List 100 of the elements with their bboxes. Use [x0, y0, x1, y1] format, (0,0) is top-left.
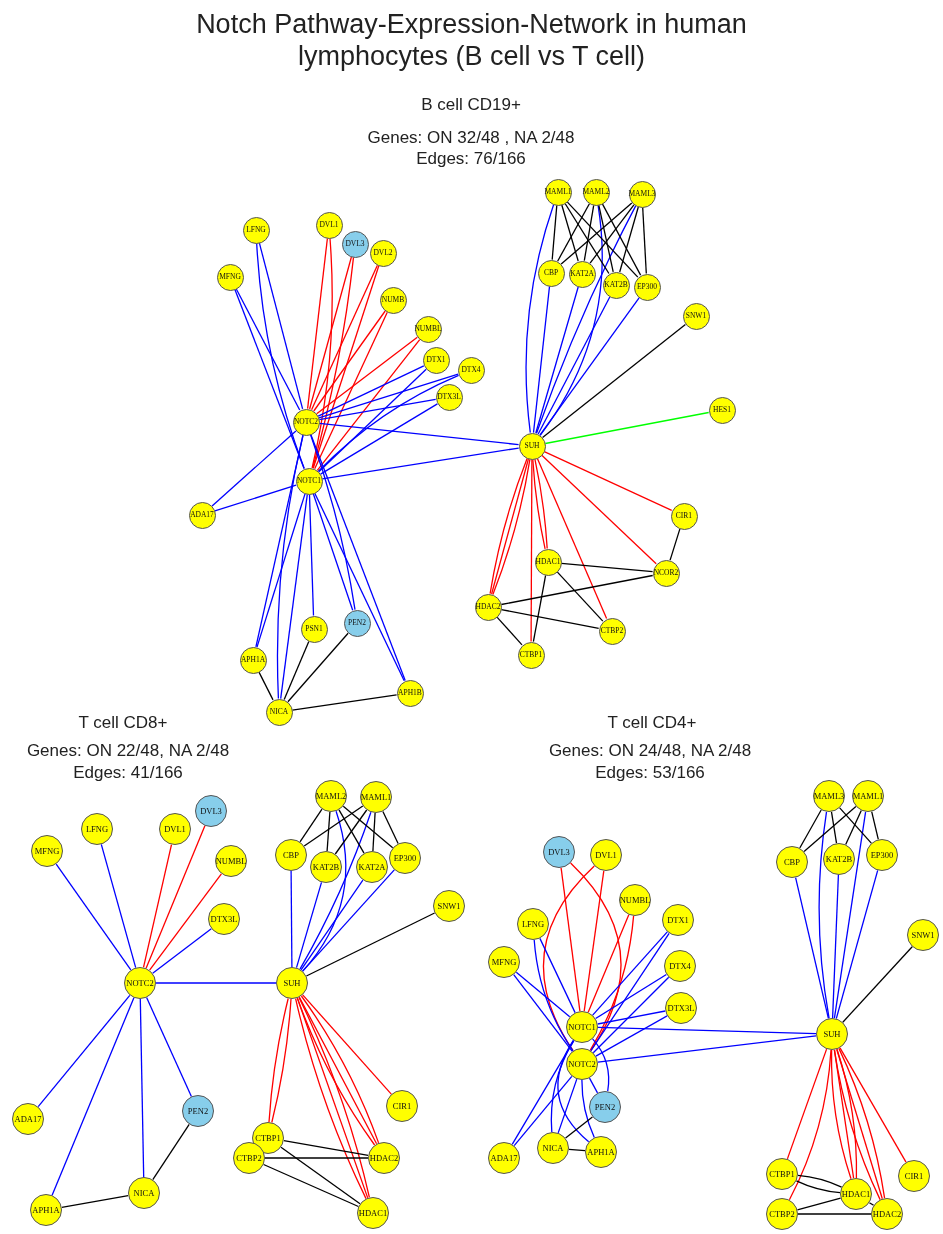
interaction-edge — [317, 374, 460, 472]
gene-label: SNW1 — [911, 930, 935, 940]
interaction-edge — [597, 1010, 666, 1025]
interaction-edge — [513, 974, 573, 1052]
interaction-edge — [839, 807, 872, 844]
gene-node — [81, 813, 113, 845]
gene-label: LFNG — [521, 919, 545, 929]
interaction-edge — [319, 403, 439, 475]
gene-label: EP300 — [393, 853, 417, 863]
interaction-edge — [532, 285, 551, 434]
interaction-edge — [276, 434, 304, 700]
gene-node — [341, 230, 369, 258]
gene-label: NOTC2 — [568, 1059, 596, 1069]
gene-node — [852, 780, 884, 812]
gene-node — [128, 1177, 160, 1209]
interaction-edge — [318, 422, 520, 446]
interaction-edge — [566, 201, 639, 278]
gene-node — [356, 851, 388, 883]
gene-label: CTBP1 — [255, 1133, 281, 1143]
interaction-edge — [556, 571, 604, 622]
interaction-edge — [152, 1123, 190, 1181]
gene-node — [537, 1132, 569, 1164]
gene-node — [766, 1198, 798, 1230]
interaction-edge — [560, 562, 654, 573]
gene-node — [239, 646, 267, 674]
gene-label: HDAC1 — [358, 1208, 388, 1218]
gene-node — [265, 698, 293, 726]
gene-node — [215, 845, 247, 877]
interaction-edge — [537, 296, 611, 435]
interaction-edge — [310, 433, 406, 682]
interaction-edge — [312, 493, 354, 611]
gene-label: CBP — [282, 850, 300, 860]
gene-node — [670, 502, 698, 530]
gene-node — [766, 1158, 798, 1190]
interaction-edge — [312, 256, 355, 469]
gene-label: CTBP2 — [769, 1209, 795, 1219]
gene-label: KAT2B — [312, 862, 340, 872]
gene-label: NUMBL — [215, 856, 247, 866]
interaction-edge — [598, 204, 614, 273]
interaction-edge — [532, 574, 547, 643]
interaction-edge — [597, 1026, 817, 1035]
panel-heading: T cell CD4+ — [607, 713, 697, 733]
interaction-edge — [302, 994, 392, 1095]
gene-node — [537, 259, 565, 287]
interaction-edge — [581, 1079, 595, 1139]
gene-label: KAT2A — [358, 862, 386, 872]
interaction-edge — [541, 323, 687, 439]
gene-node — [662, 904, 694, 936]
gene-node — [518, 432, 546, 460]
gene-node — [159, 813, 191, 845]
gene-node — [582, 178, 610, 206]
interaction-edge — [308, 256, 353, 410]
interaction-edge — [868, 1202, 875, 1206]
gene-node — [292, 408, 320, 436]
interaction-edge — [619, 206, 639, 273]
interaction-edge — [788, 1049, 832, 1201]
gene-node — [216, 263, 244, 291]
interaction-edge — [139, 998, 145, 1178]
gene-label: NOTC2 — [126, 978, 154, 988]
interaction-edge — [595, 1015, 668, 1057]
gene-label: HDAC1 — [841, 1189, 871, 1199]
gene-node — [664, 950, 696, 982]
interaction-edge — [51, 997, 135, 1196]
gene-node — [816, 1018, 848, 1050]
interaction-edge — [256, 242, 305, 470]
gene-label: DVL1 — [595, 850, 617, 860]
gene-node — [315, 780, 347, 812]
stats-label: Edges: 53/166 — [595, 763, 705, 783]
gene-node — [517, 908, 549, 940]
gene-node — [386, 1090, 418, 1122]
interaction-edge — [535, 286, 579, 434]
gene-label: SNW1 — [437, 901, 461, 911]
interaction-edge — [796, 1197, 842, 1211]
interaction-edge — [256, 493, 306, 648]
gene-node — [585, 1136, 617, 1168]
gene-label: DTX3L — [210, 914, 238, 924]
interaction-edge — [258, 671, 274, 701]
interaction-edge — [589, 915, 635, 1051]
gene-label: ADA17 — [490, 1153, 518, 1163]
gene-label: HDAC2 — [872, 1209, 902, 1219]
diagram-title: Notch Pathway-Expression-Network in human lymphocytes (B cell vs T cell) — [195, 8, 748, 72]
interaction-edge — [308, 493, 315, 617]
interaction-edge — [142, 843, 173, 969]
interaction-edge — [590, 932, 670, 1052]
interaction-edge — [314, 311, 388, 470]
interaction-edge — [342, 805, 394, 849]
gene-label: DTX4 — [669, 961, 691, 971]
gene-node — [866, 839, 898, 871]
interaction-edge — [794, 876, 830, 1020]
gene-node — [907, 919, 939, 951]
interaction-edge — [235, 288, 301, 411]
interaction-edge — [372, 812, 376, 852]
gene-node — [414, 315, 442, 343]
interaction-edge — [568, 1148, 586, 1152]
interaction-edge — [500, 608, 600, 630]
interaction-edge — [592, 931, 668, 1016]
interaction-edge — [311, 237, 333, 469]
gene-node — [242, 216, 270, 244]
interaction-edge — [557, 1078, 578, 1134]
gene-label: APH1A — [587, 1147, 615, 1157]
